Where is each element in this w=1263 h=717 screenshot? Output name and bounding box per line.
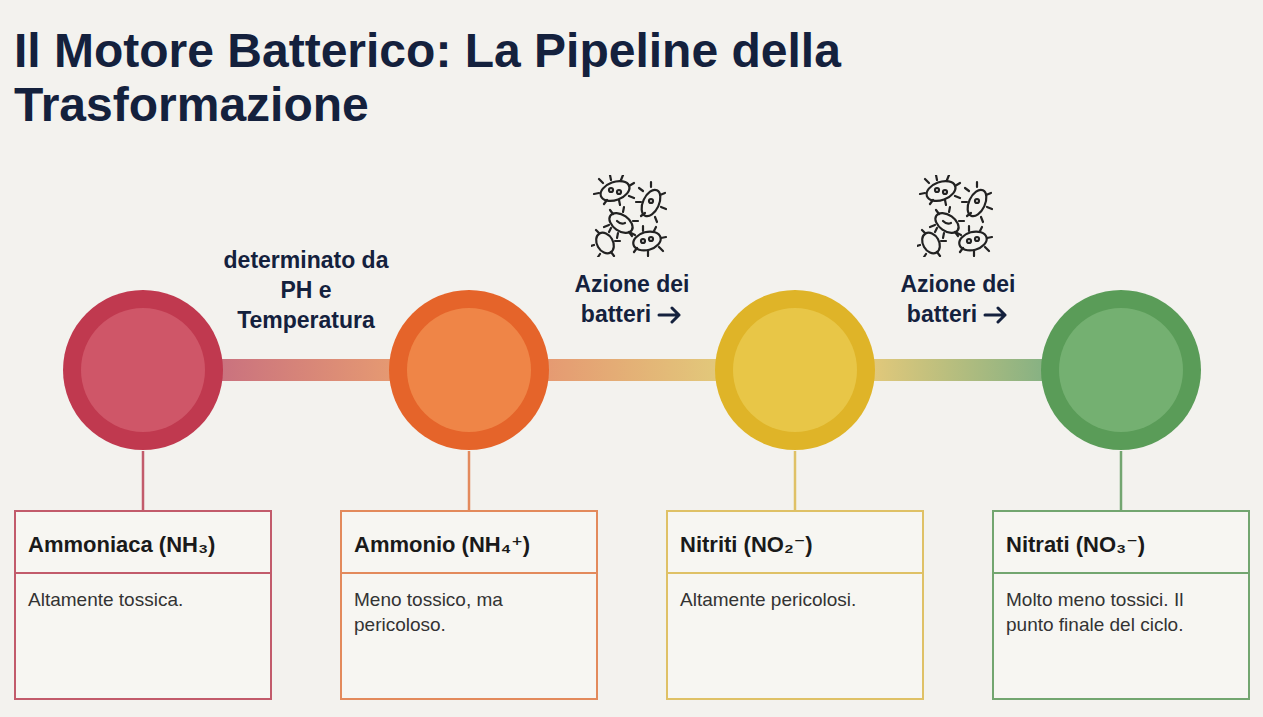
stage-circle: Ammoniaca (NH₃)Altamente tossica. <box>62 289 224 451</box>
bacteria-icon <box>917 175 997 257</box>
arrow-head <box>983 306 1009 324</box>
edge-label-text: Azione dei batteri <box>900 271 1015 327</box>
card-heading: Ammoniaca (NH₃) <box>16 512 270 574</box>
card-body: Meno tossico, ma pericoloso. <box>342 574 596 651</box>
stage-circle: Ammonio (NH₄⁺)Meno tossico, ma pericolos… <box>388 289 550 451</box>
circle-shape <box>388 289 550 451</box>
connector-band <box>546 359 718 381</box>
edge-label-text: Azione dei batteri <box>574 271 689 327</box>
edge-label: determinato da PH e Temperatura <box>217 246 396 336</box>
info-card: Ammoniaca (NH₃)Altamente tossica. <box>14 510 272 700</box>
info-card: Ammonio (NH₄⁺)Meno tossico, ma pericolos… <box>340 510 598 700</box>
edge-label-text: determinato da PH e Temperatura <box>224 247 389 333</box>
stage-circle: Nitrati (NO₃⁻)Molto meno tossici. Il pun… <box>1040 289 1202 451</box>
circle-shape <box>714 289 876 451</box>
edge-label: Azione dei batteri <box>876 270 1040 330</box>
info-card: Nitrati (NO₃⁻)Molto meno tossici. Il pun… <box>992 510 1250 700</box>
diagram-title: Il Motore Batterico: La Pipeline della T… <box>14 24 1014 132</box>
connector-band <box>872 359 1044 381</box>
card-body: Altamente pericolosi. <box>668 574 922 627</box>
card-heading: Ammonio (NH₄⁺) <box>342 512 596 574</box>
circle-shape <box>1040 289 1202 451</box>
card-heading: Nitrati (NO₃⁻) <box>994 512 1248 574</box>
stage-circle: Nitriti (NO₂⁻)Altamente pericolosi. <box>714 289 876 451</box>
info-card: Nitriti (NO₂⁻)Altamente pericolosi. <box>666 510 924 700</box>
bacteria-icon <box>591 175 671 257</box>
card-body: Altamente tossica. <box>16 574 270 627</box>
card-body: Molto meno tossici. Il punto finale del … <box>994 574 1248 651</box>
card-heading: Nitriti (NO₂⁻) <box>668 512 922 574</box>
circle-shape <box>62 289 224 451</box>
edge-label: Azione dei batteri <box>550 270 714 330</box>
connector-band <box>220 359 392 381</box>
arrow-head <box>657 306 683 324</box>
